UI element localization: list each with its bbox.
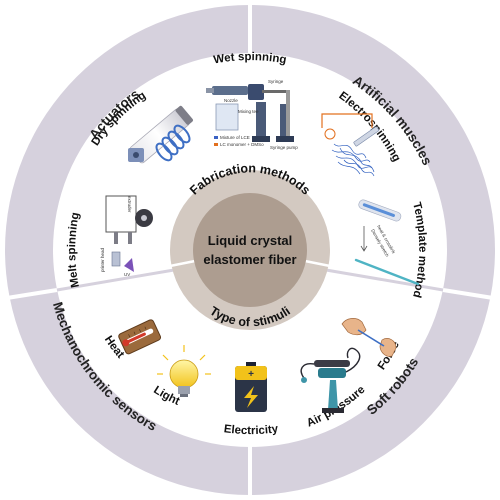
electro-syringe (353, 126, 380, 147)
feed-tube (262, 90, 290, 93)
pump-a-base (252, 136, 270, 142)
inner-ring-divider-right (304, 259, 331, 268)
divider-middle-left (56, 268, 175, 292)
electro-circuit (321, 113, 373, 128)
thermometer-icon (118, 319, 162, 355)
air-pump-icon (300, 347, 361, 413)
template-fiber (354, 258, 420, 286)
dry-coil (155, 124, 191, 162)
light-bulb-icon (157, 345, 211, 397)
label-extruder: extruder (127, 196, 132, 213)
label-syringe: Syringe (268, 79, 284, 84)
bath (215, 103, 239, 131)
label-wet-spinning: Wet spinning (213, 51, 288, 66)
label-printer-head: printer head (100, 247, 105, 272)
battery-plus: + (248, 369, 254, 380)
melt-stand-2 (128, 232, 132, 244)
label-nozzle: Nozzle (224, 98, 238, 103)
divider-left (6, 288, 58, 300)
legend-orange (214, 143, 218, 146)
label-template-method-text: Template method (410, 201, 428, 299)
label-syringe-pump: Syringe pump (270, 145, 298, 150)
label-template-method: Template method (410, 201, 428, 299)
electrospinning-illustration (321, 113, 380, 177)
dry-bobbin-hub (133, 152, 139, 158)
dry-spinning-illustration (128, 105, 193, 164)
section-dividers (56, 268, 444, 292)
pump-a (256, 102, 266, 136)
syringe-plunger (206, 88, 214, 93)
legend-blue (214, 136, 218, 139)
label-wet-spinning-text: Wet spinning (213, 51, 288, 66)
label-melt-spinning-text: Melt spinning (66, 211, 82, 288)
wet-spinning-illustration: Syringe Nozzle Mixing tee Mixture of LCE… (206, 79, 298, 150)
divider-right (442, 288, 494, 300)
printer-head (111, 251, 121, 267)
syringe-body (212, 86, 248, 95)
label-electricity-text: Electricity (223, 423, 279, 437)
label-electricity: Electricity (223, 423, 279, 437)
fiber-mat (331, 143, 375, 177)
melt-roller-hub (141, 215, 147, 221)
battery-icon: + (235, 362, 267, 412)
label-mixture: Mixture of LCE (220, 135, 250, 140)
divider-middle-right (325, 268, 444, 292)
template-fiber-core (362, 203, 395, 217)
dry-tube-cap (175, 105, 193, 125)
outer-ring-dividers (6, 4, 494, 496)
pump-b (280, 104, 290, 136)
voltage-source (324, 128, 336, 140)
force-hand-icon (341, 318, 397, 357)
pump-b-base (276, 136, 294, 142)
core-disc (193, 193, 307, 307)
template-arrow (360, 226, 368, 252)
label-melt-spinning: Melt spinning (66, 211, 82, 288)
center-title-line1: Liquid crystal (208, 233, 293, 248)
mixing-tee (248, 84, 264, 100)
pump-column (286, 90, 290, 136)
inner-ring-divider-left (169, 259, 196, 268)
melt-stand (114, 232, 118, 244)
label-ratio: LC monomer + DMSo (220, 142, 264, 147)
label-uv: UV (124, 272, 130, 277)
label-mixing-tee: Mixing tee (238, 109, 259, 114)
uv-lamp (124, 258, 134, 272)
center-title-line2: elastomer fiber (203, 252, 296, 267)
melt-spinning-illustration: extruder printer head UV (100, 195, 153, 277)
